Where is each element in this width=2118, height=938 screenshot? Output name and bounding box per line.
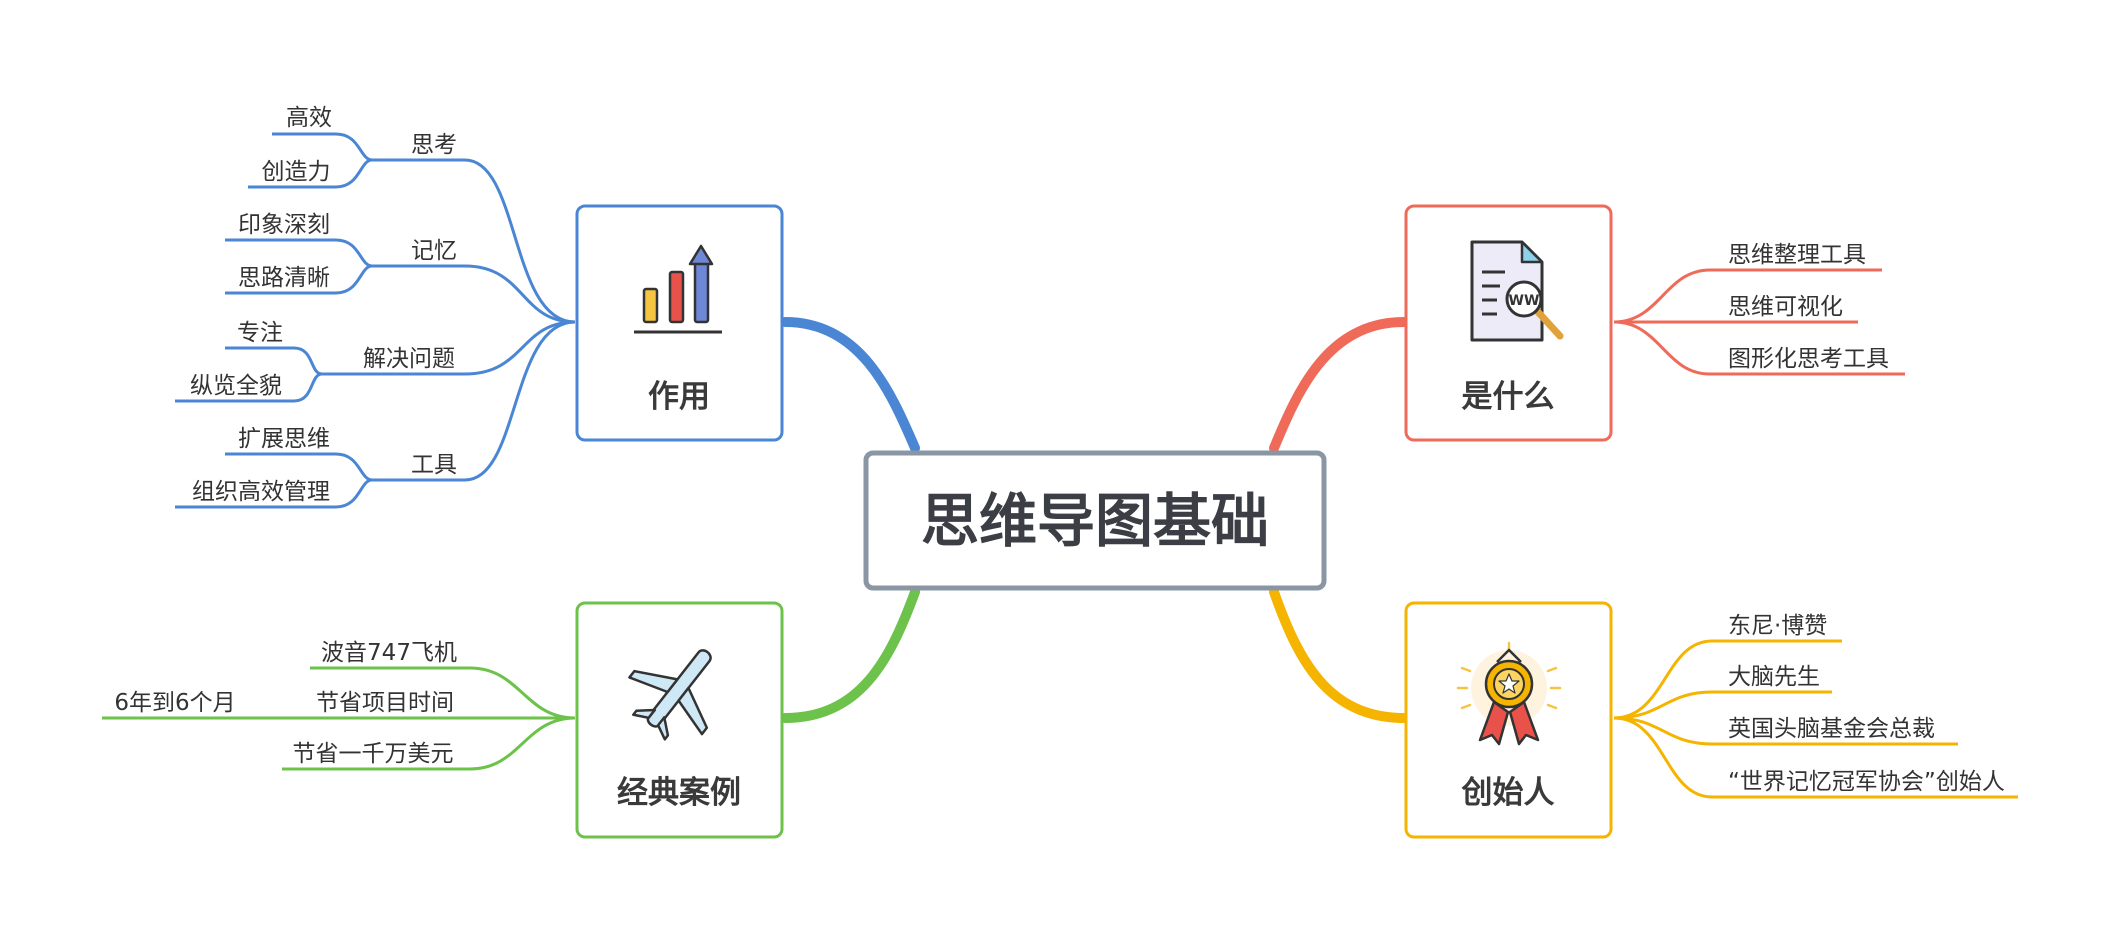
bar-chart-icon	[634, 244, 722, 334]
svg-text:WW: WW	[1509, 293, 1540, 309]
topic-zuoyong[interactable]: 作用	[575, 204, 784, 442]
topic-label: 创始人	[1461, 775, 1555, 811]
leaf-zonglanquanmao[interactable]: 纵览全貌	[190, 373, 282, 399]
topic-label: 作用	[648, 379, 710, 415]
subtopic-jiyi[interactable]: 记忆	[411, 238, 457, 264]
document-search-icon: WW	[1470, 240, 1564, 342]
award-medal-icon	[1456, 641, 1562, 746]
connector-shishenme	[1269, 317, 1409, 453]
connector-chuangshi	[1269, 587, 1409, 723]
leaf-6nian-dao-6geyue[interactable]: 6年到6个月	[114, 690, 235, 716]
subtopic-dongnibozan[interactable]: 东尼·博赞	[1728, 613, 1827, 639]
subtopic-jiejuewenti[interactable]: 解决问题	[363, 346, 455, 372]
leaf-yinxiangshenke[interactable]: 印象深刻	[238, 212, 330, 238]
leaf-chuangzaoli[interactable]: 创造力	[262, 159, 331, 185]
leaf-gaoxiao[interactable]: 高效	[286, 105, 332, 131]
subtopic-jieshengxiangmushijian[interactable]: 节省项目时间	[316, 690, 454, 716]
subtopic-tuxinghuasikaogongju[interactable]: 图形化思考工具	[1728, 346, 1889, 372]
subtopic-danaoxiansheng[interactable]: 大脑先生	[1728, 664, 1820, 690]
connector-jingdian	[780, 587, 920, 723]
airplane-icon	[628, 649, 712, 741]
zuoyong-branch-lines	[175, 132, 576, 509]
topic-chuangshi[interactable]: 创始人	[1404, 601, 1613, 839]
central-topic-label: 思维导图基础	[921, 487, 1269, 555]
chuangshi-branch-lines	[1613, 639, 2018, 799]
subtopic-gongju[interactable]: 工具	[411, 452, 457, 478]
central-topic[interactable]: 思维导图基础	[863, 450, 1327, 591]
topic-label: 经典案例	[617, 775, 741, 811]
subtopic-jieshengyiqianwan[interactable]: 节省一千万美元	[293, 741, 454, 767]
connector-zuoyong	[780, 317, 920, 453]
topic-jingdian[interactable]: 经典案例	[575, 601, 784, 839]
leaf-kuozhansiwei[interactable]: 扩展思维	[238, 426, 330, 452]
jingdian-branch-lines	[102, 666, 576, 771]
subtopic-boyin747[interactable]: 波音747飞机	[321, 640, 457, 666]
subtopic-siweikeshihua[interactable]: 思维可视化	[1728, 294, 1843, 320]
topic-label: 是什么	[1462, 379, 1555, 415]
subtopic-siweizhengligongju[interactable]: 思维整理工具	[1728, 242, 1866, 268]
shishenme-branch-lines	[1613, 268, 1905, 376]
subtopic-sikao[interactable]: 思考	[411, 132, 457, 158]
subtopic-shijiejiyiguanjunxiehui[interactable]: “世界记忆冠军协会”创始人	[1728, 769, 2005, 795]
leaf-zuzhigaoxiaoguanli[interactable]: 组织高效管理	[192, 479, 330, 505]
subtopic-yingguotounaojijinhui[interactable]: 英国头脑基金会总裁	[1728, 716, 1935, 742]
topic-shishenme[interactable]: WW 是什么	[1404, 204, 1613, 442]
leaf-siluqingxi[interactable]: 思路清晰	[238, 265, 330, 291]
leaf-zhuanzhu[interactable]: 专注	[237, 320, 283, 346]
